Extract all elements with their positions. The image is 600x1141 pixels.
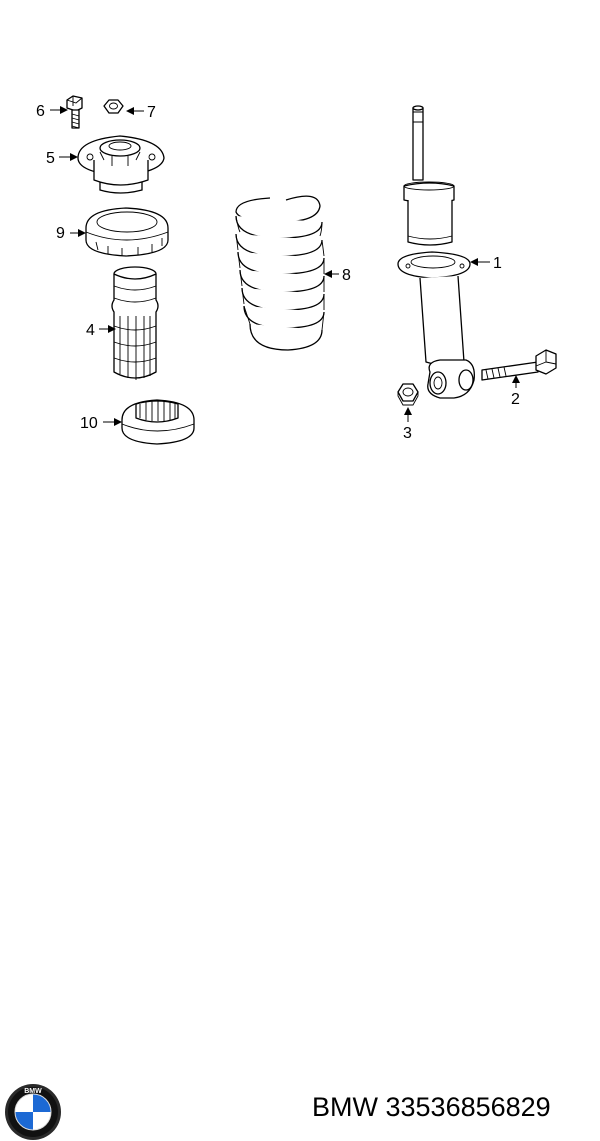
svg-text:1: 1 <box>493 255 502 272</box>
callout-3: 3 <box>403 407 412 442</box>
callout-2: 2 <box>511 375 520 408</box>
svg-text:8: 8 <box>342 267 351 284</box>
footer: BMW BMW 33536856829 <box>0 540 600 1140</box>
part-1-shock-absorber <box>397 105 475 399</box>
part-4-dust-boot <box>111 266 159 380</box>
callout-5: 5 <box>46 150 78 167</box>
callout-8: 8 <box>324 267 351 284</box>
svg-text:BMW: BMW <box>24 1088 42 1095</box>
part-6-bolt <box>66 95 83 129</box>
part-number: 33536856829 <box>385 1092 551 1122</box>
part-3-nut <box>397 383 419 406</box>
part-7-nut <box>103 99 124 114</box>
part-caption: BMW 33536856829 <box>312 1092 551 1123</box>
svg-text:5: 5 <box>46 150 55 167</box>
part-9-spring-seat <box>85 207 169 257</box>
callout-10: 10 <box>80 415 122 432</box>
callout-6: 6 <box>36 103 68 120</box>
svg-text:3: 3 <box>403 425 412 442</box>
callout-7: 7 <box>126 104 156 121</box>
part-8-coil-spring <box>235 195 325 351</box>
part-10-lower-seat <box>121 399 195 445</box>
brand-name: BMW <box>312 1092 378 1122</box>
svg-text:9: 9 <box>56 225 65 242</box>
svg-text:7: 7 <box>147 104 156 121</box>
svg-text:4: 4 <box>86 322 95 339</box>
svg-text:6: 6 <box>36 103 45 120</box>
bmw-logo-icon: BMW <box>5 1084 61 1140</box>
part-5-strut-mount <box>77 135 165 194</box>
callout-1: 1 <box>470 255 502 272</box>
svg-text:2: 2 <box>511 391 520 408</box>
parts-diagram: 6 7 5 9 <box>36 95 557 445</box>
callout-9: 9 <box>56 225 86 242</box>
svg-text:10: 10 <box>80 415 98 432</box>
part-2-bolt <box>481 349 557 381</box>
callout-4: 4 <box>86 322 116 339</box>
